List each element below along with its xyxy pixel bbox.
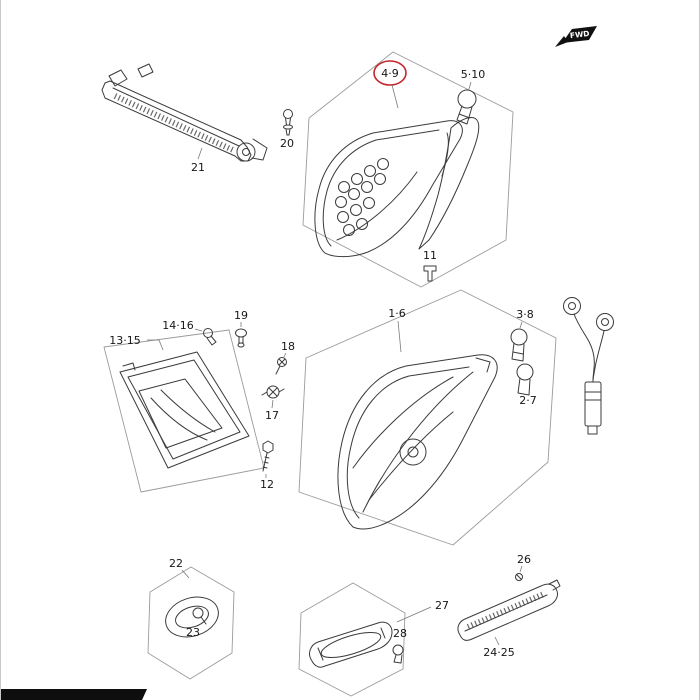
reflector-24-25-drawing xyxy=(457,579,561,641)
highlighted-part-callout-4-9[interactable]: 4·9 xyxy=(373,60,407,109)
lamp-unit-27-drawing xyxy=(309,621,393,668)
part-label-27[interactable]: 27 xyxy=(435,599,449,612)
bulb-28-drawing xyxy=(392,644,404,664)
part-label-4-9[interactable]: 4·9 xyxy=(381,67,399,80)
part-label-26[interactable]: 26 xyxy=(517,553,531,566)
license-lamp-22-drawing xyxy=(165,596,219,638)
parts-box-rear-lamp xyxy=(298,289,557,546)
part-label-20[interactable]: 20 xyxy=(280,137,294,150)
parts-box-tail-lamp xyxy=(302,51,514,288)
part-label-23[interactable]: 23 xyxy=(186,626,200,639)
bolt-12-drawing xyxy=(262,440,274,472)
clip-11-drawing xyxy=(423,265,437,282)
wiring-harness-drawing xyxy=(563,297,614,435)
part-label-2-7[interactable]: 2·7 xyxy=(519,394,537,407)
parts-box-license-lamp xyxy=(147,566,235,680)
cropped-bottom-bar xyxy=(1,689,147,700)
part-label-12[interactable]: 12 xyxy=(260,478,274,491)
screw-grommet-20-drawing xyxy=(283,109,293,136)
part-label-19[interactable]: 19 xyxy=(234,309,248,322)
clip-17-drawing xyxy=(261,385,285,399)
part-label-22[interactable]: 22 xyxy=(169,557,183,570)
screw-18-drawing xyxy=(275,352,287,375)
fwd-direction-badge: FWD xyxy=(555,26,597,47)
fwd-label: FWD xyxy=(569,29,590,40)
part-label-5-10[interactable]: 5·10 xyxy=(461,68,486,81)
inner-lamp-13-15-drawing xyxy=(119,351,250,469)
part-label-21[interactable]: 21 xyxy=(191,161,205,174)
tail-lamp-4-9-drawing xyxy=(314,116,480,258)
part-label-18[interactable]: 18 xyxy=(281,340,295,353)
fwd-arrow-icon xyxy=(555,36,568,47)
highlight-circle-icon xyxy=(373,60,407,86)
bulb-3-8-drawing xyxy=(510,321,528,362)
part-label-24-25[interactable]: 24·25 xyxy=(483,646,515,659)
part-label-17[interactable]: 17 xyxy=(265,409,279,422)
bulb-14-16-drawing xyxy=(203,328,217,346)
part-label-28[interactable]: 28 xyxy=(393,627,407,640)
grommet-19-drawing xyxy=(235,322,247,348)
screw-26-drawing xyxy=(515,565,523,581)
part-label-13-15[interactable]: 13·15 xyxy=(109,334,141,347)
parts-box-lamp-unit xyxy=(298,582,406,697)
high-mount-stop-lamp-drawing xyxy=(101,63,268,162)
bulb-2-7-drawing xyxy=(516,363,534,396)
part-label-1-6[interactable]: 1·6 xyxy=(388,307,406,320)
part-label-14-16[interactable]: 14·16 xyxy=(162,319,194,332)
rear-combination-lamp-1-6-drawing xyxy=(337,354,498,530)
part-label-11[interactable]: 11 xyxy=(423,249,437,262)
part-label-3-8[interactable]: 3·8 xyxy=(516,308,534,321)
bulb-5-10-drawing xyxy=(456,81,477,125)
